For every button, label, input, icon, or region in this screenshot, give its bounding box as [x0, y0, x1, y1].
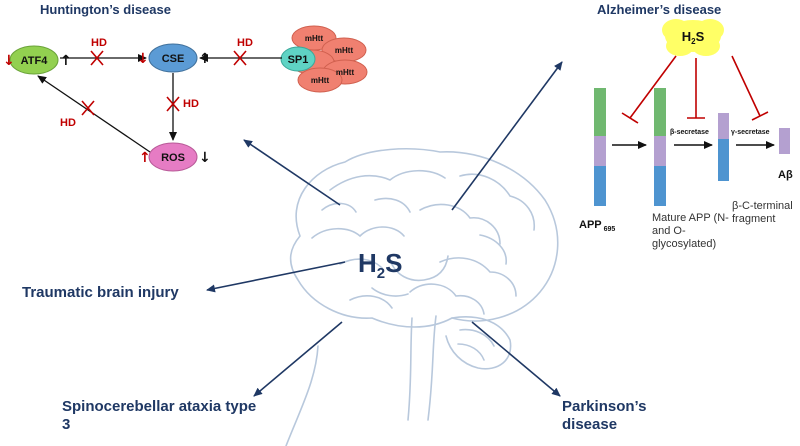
h2s-cloud-label: H2S [682, 29, 705, 46]
alzheimer-pathway: H2S β-secretase γ-secret [579, 19, 793, 233]
arrow-to-sca3 [253, 321, 343, 397]
mhtt-label-1: mHtt [305, 34, 324, 43]
center-h2s-label: H2S [358, 248, 403, 283]
cse-up-black: ↑ [199, 51, 211, 67]
ros-label: ROS [161, 152, 185, 164]
mature-app-label: Mature APP (N- and O- glycosylated) [652, 212, 729, 250]
gamma-secretase-label: γ-secretase [731, 129, 770, 136]
brain-illustration [285, 148, 559, 446]
hd-label-4: HD [60, 117, 76, 129]
abeta-bar [779, 128, 790, 154]
huntington-title: Huntington’s disease [40, 2, 171, 17]
mhtt-label-3: mHtt [336, 68, 355, 77]
arrow-to-alzheimer [451, 61, 563, 211]
cse-node [148, 43, 198, 73]
mhtt-cluster: mHtt mHtt mHtt mHtt SP1 [280, 25, 368, 93]
cse-label: CSE [162, 53, 185, 65]
brain-arrows [206, 61, 563, 397]
beta-secretase-label: β-secretase [670, 129, 709, 136]
atf4-up-black: ↑ [60, 53, 72, 69]
ros-node [148, 142, 198, 172]
parkinson-label: Parkinson’s disease [562, 398, 647, 433]
atf4-down-red: ↓ [3, 53, 15, 69]
sca3-label: Spinocerebellar ataxia type 3 [62, 398, 257, 433]
huntington-pathway: ATF4 CSE ROS mHtt mHtt mHtt mHtt SP1 [3, 25, 368, 172]
cse-down-red: ↓ [137, 51, 149, 67]
atf4-label: ATF4 [21, 55, 49, 67]
ctf-label: β-C-terminal fragment [732, 200, 793, 225]
mhtt-label-4: mHtt [311, 76, 330, 85]
ros-up-red: ↑ [139, 150, 151, 166]
h2s-cloud: H2S [662, 19, 724, 56]
atf4-node [9, 45, 59, 75]
arrow-to-huntington [243, 139, 341, 206]
tbi-label: Traumatic brain injury [22, 284, 179, 301]
alzheimer-title: Alzheimer’s disease [597, 2, 722, 17]
mature-app-bar [654, 88, 666, 206]
app695-bar [594, 88, 606, 206]
abeta-label: Aβ [778, 169, 793, 181]
mhtt-label-2: mHtt [335, 46, 354, 55]
inhibit-x-marks [81, 50, 247, 116]
ctf-bar [718, 113, 729, 181]
ros-down-black: ↓ [199, 150, 211, 166]
sp1-label: SP1 [288, 54, 309, 66]
hd-label-2: HD [237, 37, 253, 49]
sp1-node [280, 46, 316, 72]
hd-label-1: HD [91, 37, 107, 49]
h2s-inhibition-lines [621, 55, 769, 124]
hd-label-3: HD [183, 98, 199, 110]
arrow-to-tbi [206, 261, 346, 293]
arrow-to-parkinson [471, 321, 561, 397]
